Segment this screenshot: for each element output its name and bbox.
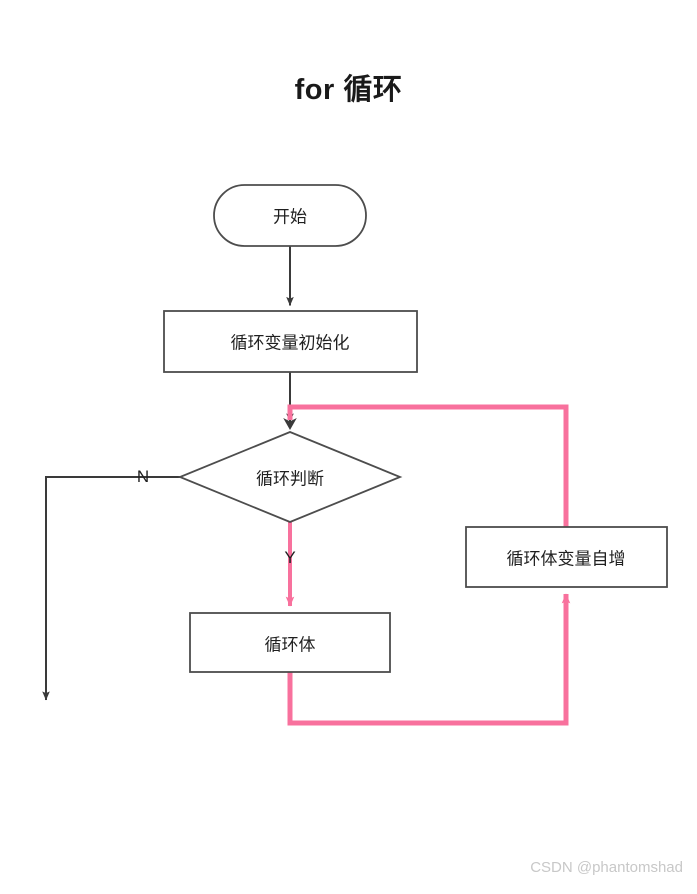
arrowhead-into-condition [283,418,297,430]
page-title: for 循环 [294,74,403,106]
node-start[interactable] [213,184,367,247]
edge-label-no: N [136,467,150,486]
edge-body-to-increment [287,593,571,726]
node-init[interactable] [163,310,418,373]
node-increment[interactable] [465,526,668,588]
node-condition[interactable] [177,431,403,523]
node-label-body: 循环体 [264,635,316,655]
edge-label-yes: Y [284,548,296,567]
watermark: CSDN @phantomshad [530,859,683,876]
edge-condition-no [42,476,180,701]
node-label-start: 开始 [273,207,307,227]
edge-increment-to-condition [287,404,569,527]
node-label-init: 循环变量初始化 [230,333,350,353]
node-label-condition: 循环判断 [256,469,324,489]
node-label-increment: 循环体变量自增 [506,549,626,569]
node-body[interactable] [189,612,391,673]
